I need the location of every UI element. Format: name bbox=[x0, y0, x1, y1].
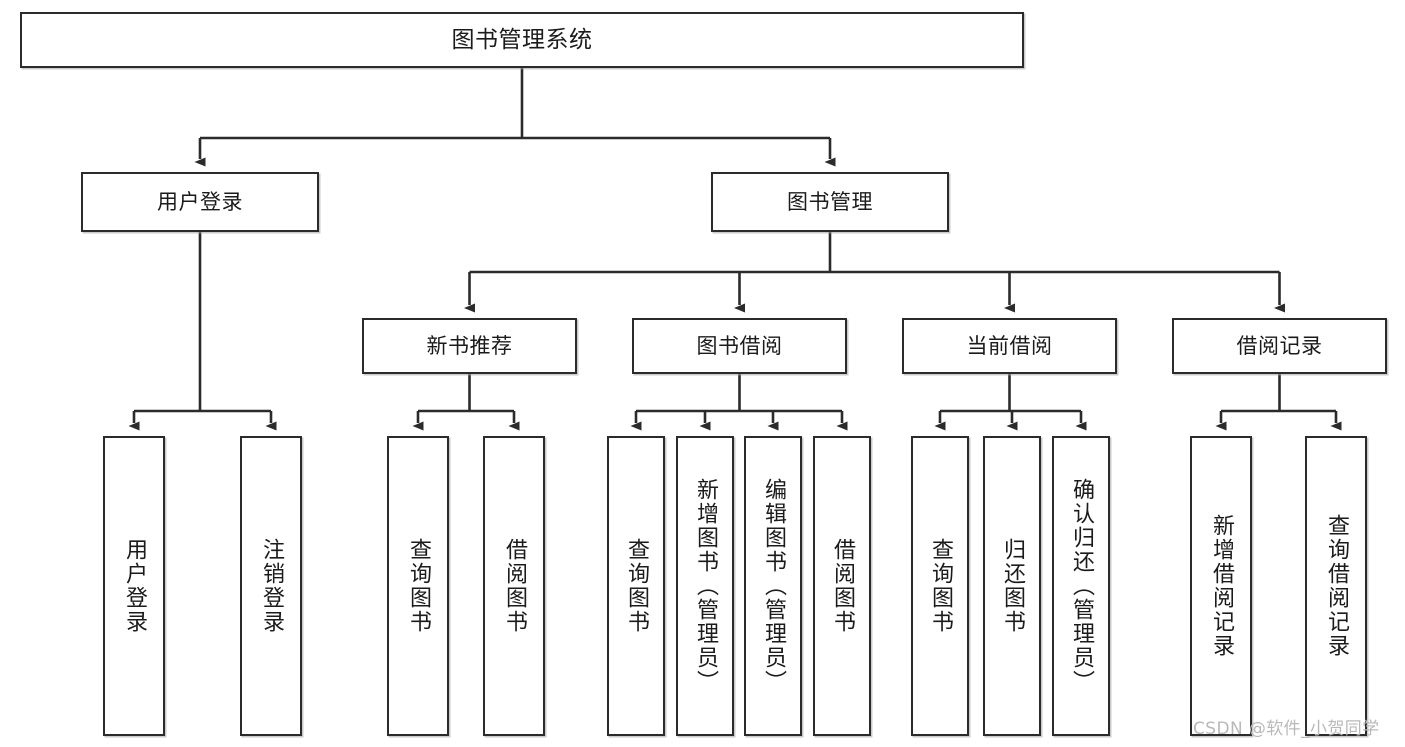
node-book-manage[interactable]: 图书管理 bbox=[711, 172, 949, 232]
node-label: 查询图书 bbox=[405, 538, 431, 634]
watermark-text: CSDN @软件_小贺同学 bbox=[1193, 719, 1380, 739]
node-label: 借阅图书 bbox=[829, 538, 855, 634]
node-leaf-bb-query[interactable]: 查询图书 bbox=[607, 436, 665, 736]
node-leaf-rec-borrow[interactable]: 借阅图书 bbox=[483, 436, 545, 736]
node-new-book-rec[interactable]: 新书推荐 bbox=[362, 318, 577, 374]
node-label: 查询图书 bbox=[623, 538, 649, 634]
node-label: 新增借阅记录 bbox=[1208, 514, 1234, 658]
node-leaf-user-logout[interactable]: 注销登录 bbox=[240, 436, 302, 736]
node-label: 图书管理 bbox=[787, 189, 873, 214]
node-label: 查询图书 bbox=[927, 538, 953, 634]
node-leaf-bb-add[interactable]: 新增图书（管理员） bbox=[676, 436, 734, 736]
node-leaf-bb-edit[interactable]: 编辑图书（管理员） bbox=[744, 436, 802, 736]
node-leaf-bb-borrow[interactable]: 借阅图书 bbox=[813, 436, 871, 736]
node-label: 借阅记录 bbox=[1236, 333, 1323, 358]
node-leaf-cb-confirm[interactable]: 确认归还（管理员） bbox=[1052, 436, 1110, 736]
node-label: 确认归还（管理员） bbox=[1068, 478, 1094, 694]
node-label: 注销登录 bbox=[258, 538, 284, 634]
node-leaf-br-add[interactable]: 新增借阅记录 bbox=[1190, 436, 1252, 736]
node-leaf-user-login[interactable]: 用户登录 bbox=[103, 436, 165, 736]
node-label: 图书借阅 bbox=[696, 333, 783, 358]
node-label: 新书推荐 bbox=[426, 333, 513, 358]
node-current-borrow[interactable]: 当前借阅 bbox=[902, 318, 1117, 374]
node-label: 查询借阅记录 bbox=[1323, 514, 1349, 658]
node-label: 归还图书 bbox=[999, 538, 1025, 634]
node-leaf-cb-query[interactable]: 查询图书 bbox=[911, 436, 969, 736]
node-leaf-cb-return[interactable]: 归还图书 bbox=[983, 436, 1041, 736]
node-label: 当前借阅 bbox=[966, 333, 1053, 358]
node-leaf-br-query[interactable]: 查询借阅记录 bbox=[1305, 436, 1367, 736]
node-label: 图书管理系统 bbox=[451, 26, 593, 53]
node-book-borrow[interactable]: 图书借阅 bbox=[632, 318, 847, 374]
node-label: 借阅图书 bbox=[501, 538, 527, 634]
node-borrow-record[interactable]: 借阅记录 bbox=[1172, 318, 1387, 374]
node-label: 新增图书（管理员） bbox=[692, 478, 718, 694]
node-leaf-rec-query[interactable]: 查询图书 bbox=[387, 436, 449, 736]
node-user-login[interactable]: 用户登录 bbox=[81, 172, 319, 232]
node-label: 用户登录 bbox=[157, 189, 243, 214]
node-label: 编辑图书（管理员） bbox=[760, 478, 786, 694]
node-root[interactable]: 图书管理系统 bbox=[20, 12, 1024, 68]
node-label: 用户登录 bbox=[121, 538, 147, 634]
